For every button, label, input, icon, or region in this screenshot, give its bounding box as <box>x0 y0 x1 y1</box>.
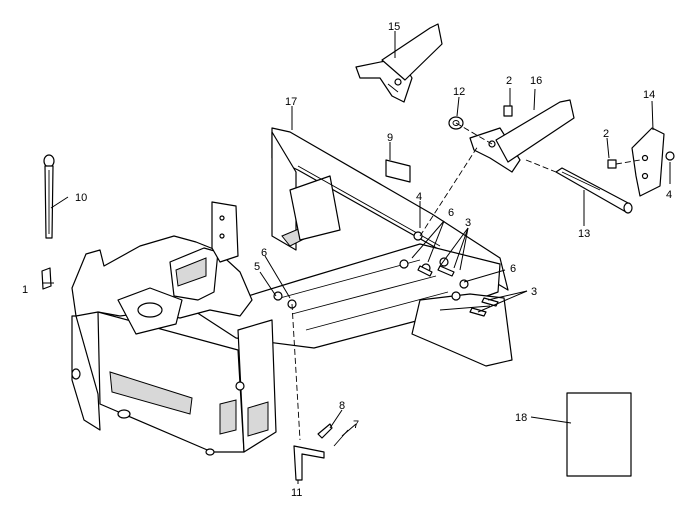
part-13-shaft <box>555 167 633 214</box>
callout-13: 13 <box>578 228 590 240</box>
part-1-clip <box>41 267 52 290</box>
callout-6-left: 6 <box>261 247 267 259</box>
part-18-decal <box>566 392 632 477</box>
part-9-label <box>385 159 411 183</box>
callout-6-right: 6 <box>510 263 516 275</box>
callout-16: 16 <box>530 75 542 87</box>
callout-15: 15 <box>388 21 400 33</box>
callout-2-upper: 2 <box>506 75 512 87</box>
callout-4-right: 4 <box>666 189 672 201</box>
seat-mount <box>169 201 239 301</box>
part-17-frame-rail <box>271 127 509 291</box>
callout-7: 7 <box>353 419 359 431</box>
callout-3-upper: 3 <box>465 217 471 229</box>
callout-3-lower: 3 <box>531 286 537 298</box>
callout-11: 11 <box>291 487 302 499</box>
callout-14: 14 <box>643 89 655 101</box>
part-15-bracket <box>355 23 443 103</box>
assembly-lines <box>291 122 641 441</box>
front-plate <box>411 293 513 367</box>
part-10-rod <box>43 154 55 239</box>
callout-4-frame: 4 <box>416 191 422 203</box>
callout-2-right: 2 <box>603 128 609 140</box>
callout-6-frame: 6 <box>448 207 454 219</box>
part-8-clip <box>317 423 333 439</box>
part-2-bolt-upper <box>503 105 513 117</box>
callout-18: 18 <box>515 412 527 424</box>
part-14-plate <box>631 127 665 197</box>
leader-lines <box>42 31 671 484</box>
callout-1: 1 <box>22 284 28 296</box>
part-2-bolt-right <box>607 159 617 169</box>
callout-5: 5 <box>254 261 260 273</box>
callout-12: 12 <box>453 86 465 98</box>
part-11-pin <box>293 445 325 481</box>
part-16-bracket <box>469 99 575 173</box>
callout-9: 9 <box>387 132 393 144</box>
callout-labels: 1 2 2 3 3 4 4 5 6 6 6 7 8 9 10 11 12 13 … <box>22 21 672 499</box>
callout-10: 10 <box>75 192 87 204</box>
hardware-fasteners <box>273 231 499 317</box>
part-4-nut-right <box>665 151 675 161</box>
callout-8: 8 <box>339 400 345 412</box>
callout-17: 17 <box>285 96 297 108</box>
